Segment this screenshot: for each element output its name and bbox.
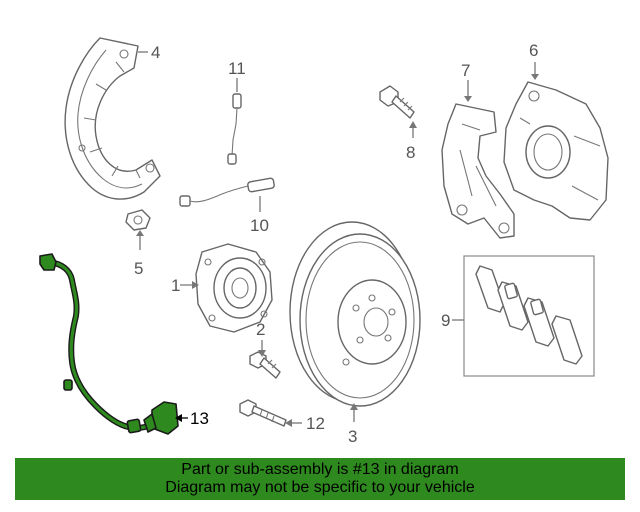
wear-sensor-lower[interactable] [179, 177, 275, 207]
notice-line-2: Diagram may not be specific to your vehi… [165, 479, 475, 496]
caliper-bracket[interactable] [441, 103, 515, 239]
callout-7[interactable]: 7 [461, 61, 470, 80]
callout-4[interactable]: 4 [151, 43, 160, 62]
wear-sensor-upper[interactable] [227, 93, 242, 165]
callout-12[interactable]: 12 [306, 414, 325, 433]
abs-wheel-speed-sensor[interactable] [39, 253, 179, 435]
caliper-bolt[interactable] [379, 85, 415, 119]
callout-1[interactable]: 1 [171, 276, 180, 295]
bolt-12[interactable] [239, 399, 287, 427]
callout-2[interactable]: 2 [256, 320, 265, 339]
callout-5[interactable]: 5 [134, 259, 143, 278]
callout-11[interactable]: 11 [228, 59, 246, 78]
brake-caliper[interactable] [503, 81, 609, 221]
notice-line-1: Part or sub-assembly is #13 in diagram [181, 461, 459, 478]
callout-3[interactable]: 3 [348, 427, 357, 446]
bolt-5[interactable] [125, 209, 151, 231]
brake-rotor[interactable] [289, 221, 421, 407]
callout-8[interactable]: 8 [406, 143, 415, 162]
callout-13[interactable]: 13 [190, 409, 209, 428]
callout-6[interactable]: 6 [529, 41, 538, 60]
callout-10[interactable]: 10 [250, 216, 269, 235]
bolt-2[interactable] [249, 351, 281, 379]
parts-diagram: 4 11 10 5 8 7 [39, 37, 609, 446]
dust-shield[interactable] [64, 37, 161, 200]
callout-9[interactable]: 9 [441, 311, 450, 330]
notice-banner: Part or sub-assembly is #13 in diagram D… [15, 458, 625, 500]
brake-pads-kit[interactable] [463, 255, 595, 377]
hub-bearing[interactable] [195, 243, 273, 333]
